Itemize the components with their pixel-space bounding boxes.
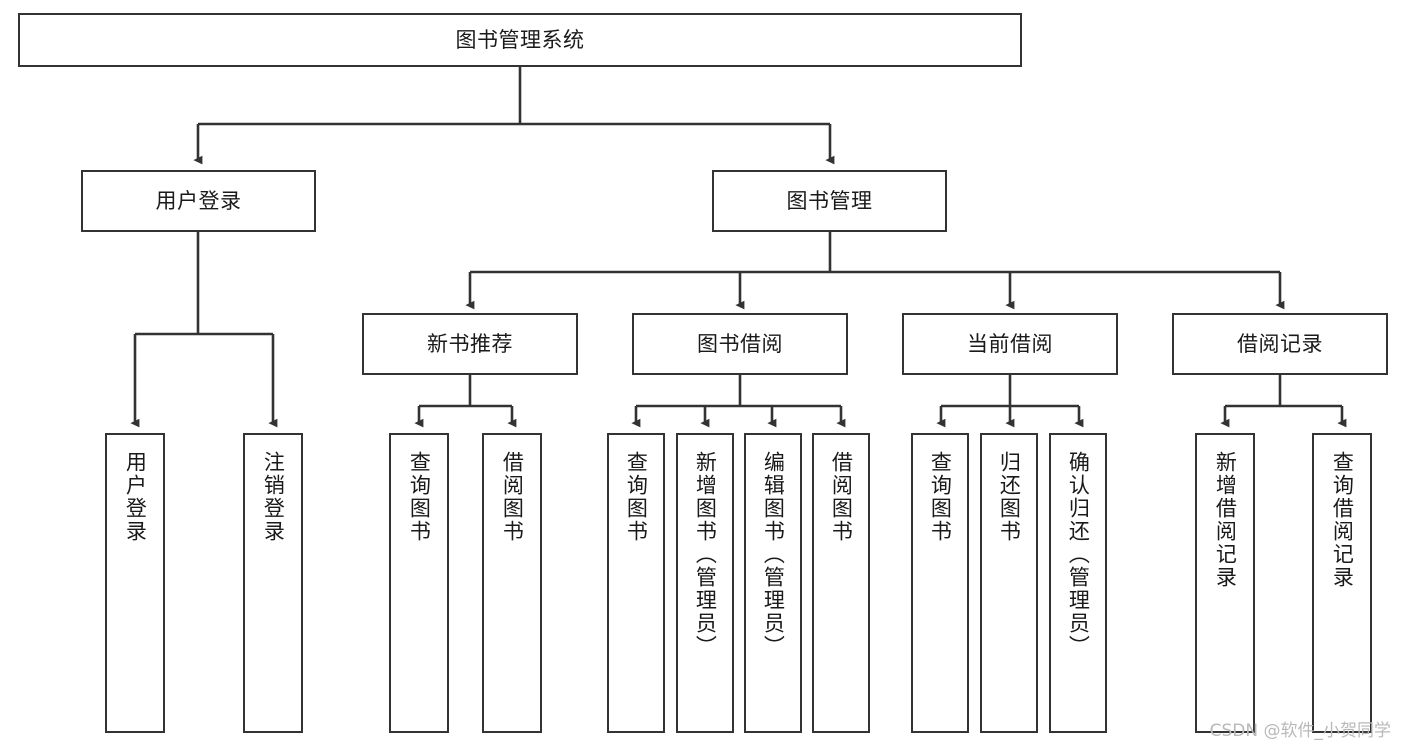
node-label: 新书推荐 [427,331,513,356]
node-label: 用户登录 [123,451,148,543]
node-label: 借阅记录 [1237,331,1323,356]
node-leaf-confirm-return-admin[interactable]: 确认归还（管理员） [1049,433,1107,733]
node-label: 图书管理系统 [455,27,585,52]
node-label: 图书借阅 [697,331,783,356]
node-leaf-query-book-current[interactable]: 查询图书 [911,433,969,733]
node-label: 查询图书 [624,451,649,543]
node-label: 用户登录 [155,188,242,213]
node-label: 归还图书 [997,451,1022,543]
node-label: 查询图书 [928,451,953,543]
node-leaf-borrow-book[interactable]: 借阅图书 [812,433,870,733]
node-leaf-borrow-book-recommend[interactable]: 借阅图书 [482,433,542,733]
node-label: 借阅图书 [500,451,525,543]
node-book-borrow[interactable]: 图书借阅 [632,313,848,375]
node-label: 确认归还（管理员） [1066,451,1091,658]
node-current-borrow[interactable]: 当前借阅 [902,313,1118,375]
node-leaf-return-book[interactable]: 归还图书 [980,433,1038,733]
node-label: 借阅图书 [829,451,854,543]
node-leaf-add-book-admin[interactable]: 新增图书（管理员） [676,433,734,733]
node-label: 注销登录 [261,451,286,543]
node-leaf-edit-book-admin[interactable]: 编辑图书（管理员） [744,433,802,733]
node-label: 查询借阅记录 [1330,451,1355,589]
node-root-book-management-system[interactable]: 图书管理系统 [18,13,1022,67]
node-leaf-query-book-recommend[interactable]: 查询图书 [389,433,449,733]
node-new-book-recommend[interactable]: 新书推荐 [362,313,578,375]
node-label: 图书管理 [786,188,873,213]
node-leaf-query-borrow-record[interactable]: 查询借阅记录 [1312,433,1372,733]
node-label: 编辑图书（管理员） [761,451,786,658]
node-leaf-add-borrow-record[interactable]: 新增借阅记录 [1195,433,1255,733]
node-label: 新增图书（管理员） [693,451,718,658]
node-book-management[interactable]: 图书管理 [712,170,947,232]
node-leaf-logout-login[interactable]: 注销登录 [243,433,303,733]
node-leaf-query-book-borrow[interactable]: 查询图书 [607,433,665,733]
node-borrow-record[interactable]: 借阅记录 [1172,313,1388,375]
node-label: 当前借阅 [967,331,1053,356]
node-leaf-user-login[interactable]: 用户登录 [105,433,165,733]
node-label: 新增借阅记录 [1213,451,1238,589]
node-user-login[interactable]: 用户登录 [81,170,316,232]
node-label: 查询图书 [407,451,432,543]
